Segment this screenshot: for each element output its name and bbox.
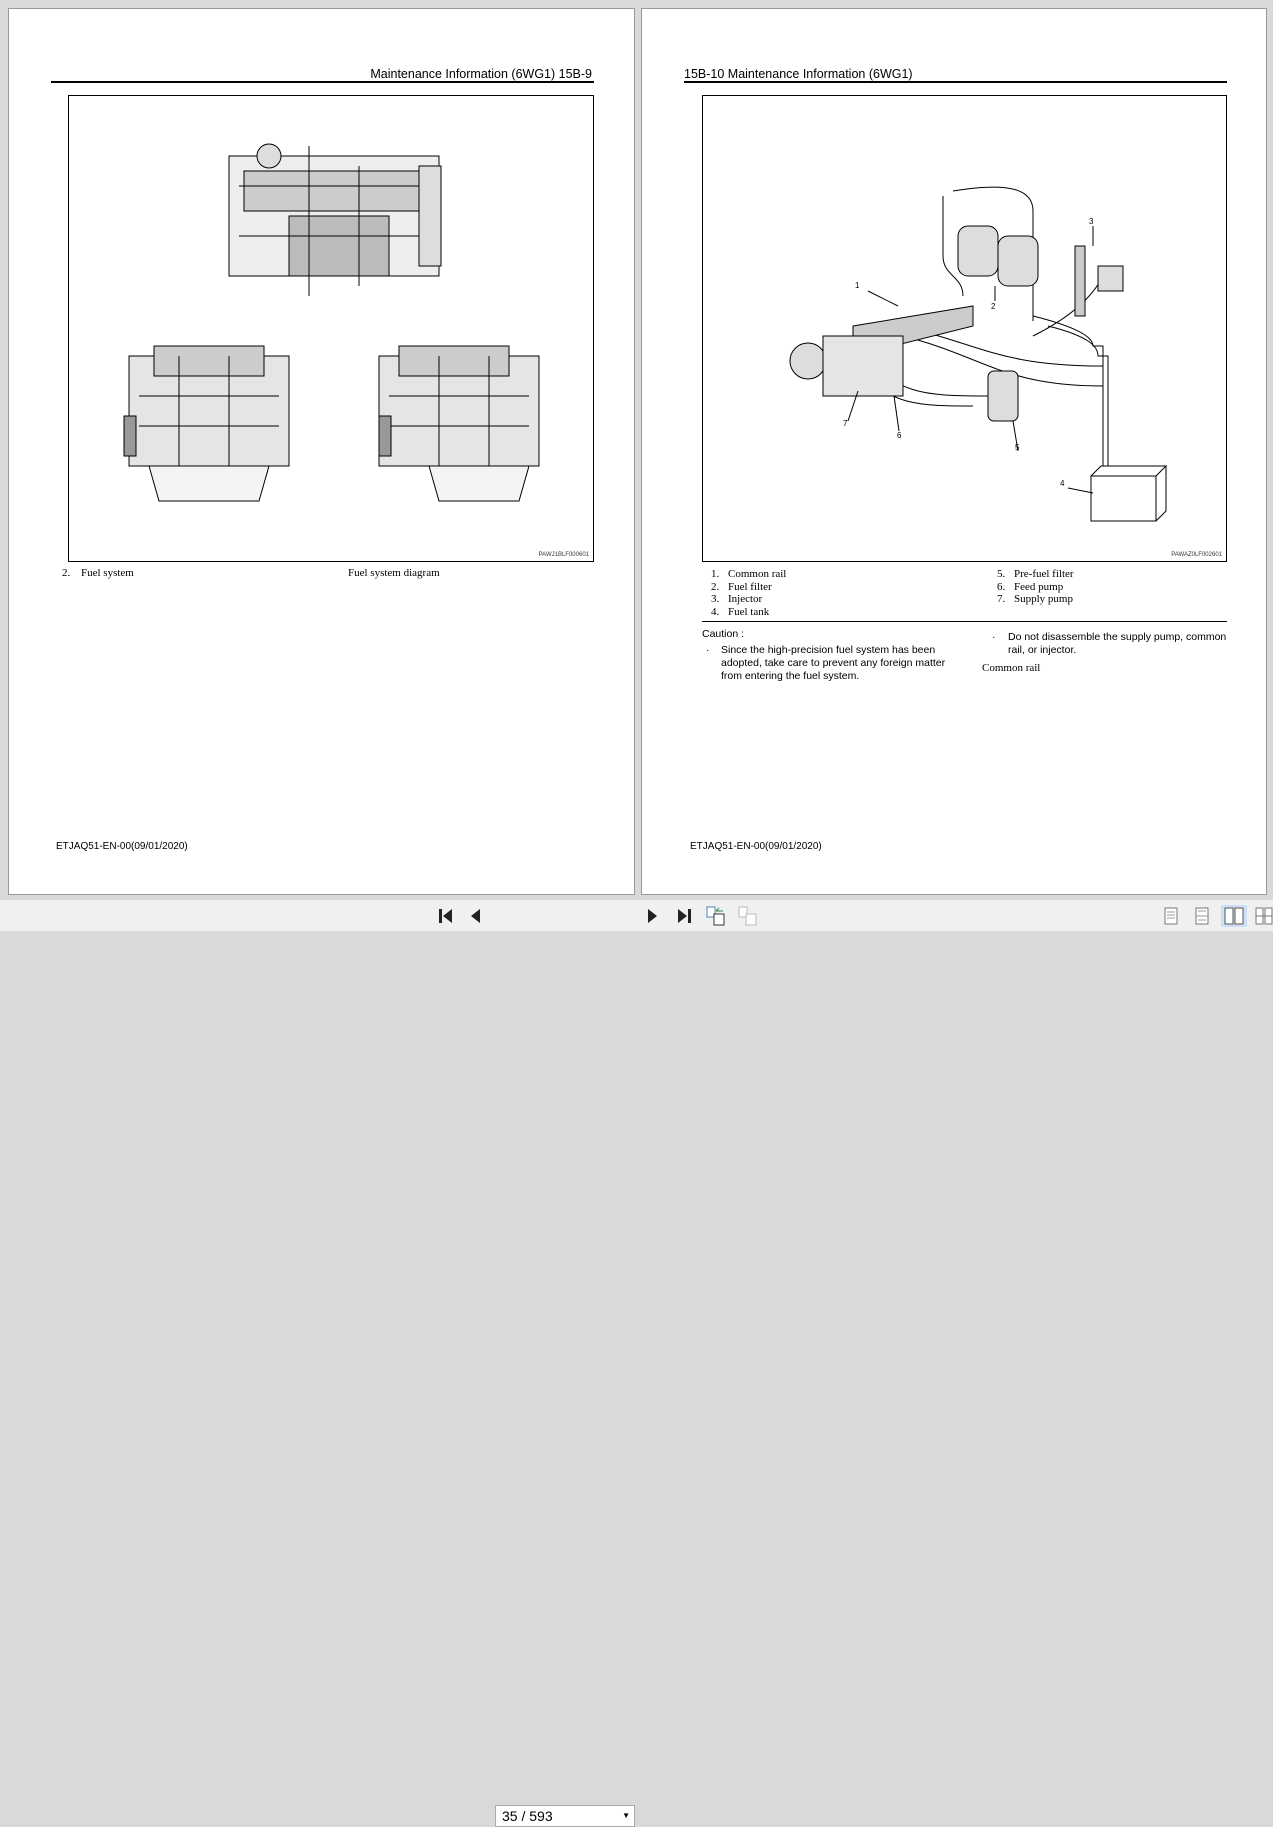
next-page-icon — [648, 909, 657, 923]
section-title: Common rail — [982, 662, 1041, 674]
figure-code: PAWJ1BLF000601 — [538, 552, 589, 558]
two-page-continuous-button[interactable] — [1255, 907, 1273, 925]
continuous-view-button[interactable] — [1193, 907, 1211, 925]
fuel-system-diagram — [789, 186, 1168, 522]
callout-5: 5 — [1015, 443, 1020, 452]
previous-page-button[interactable] — [468, 908, 482, 924]
two-page-icon — [1224, 907, 1244, 925]
engine-top-view — [228, 143, 442, 296]
header-rule — [51, 81, 594, 83]
bullet: · — [992, 631, 996, 643]
previous-view-button[interactable] — [705, 906, 727, 926]
chevron-down-icon[interactable]: ▼ — [622, 1811, 630, 1820]
callout-1: 1 — [855, 281, 860, 290]
left-page: Maintenance Information (6WG1) 15B-9 PAW… — [8, 8, 635, 895]
header-rule — [684, 81, 1227, 83]
continuous-page-icon — [1195, 907, 1209, 925]
legend-label: Common rail — [728, 568, 787, 580]
first-page-icon — [439, 909, 452, 923]
fuel-system-figure: 1 2 3 4 5 6 7 PAWAZ0LF002601 — [702, 95, 1227, 562]
callout-3: 3 — [1089, 217, 1094, 226]
callout-4: 4 — [1060, 479, 1065, 488]
last-page-button[interactable] — [675, 908, 693, 924]
next-page-button[interactable] — [646, 908, 660, 924]
two-page-continuous-icon — [1255, 907, 1273, 925]
page-number-input[interactable]: 35 / 593 ▼ — [495, 1805, 635, 1827]
page-footer: ETJAQ51-EN-00(09/01/2020) — [690, 841, 822, 852]
fuel-tank-drawing — [1090, 465, 1168, 522]
legend-rule — [702, 621, 1227, 622]
page-header: Maintenance Information (6WG1) 15B-9 — [370, 67, 592, 81]
legend-num: 7. — [997, 593, 1006, 605]
legend-num: 2. — [711, 581, 720, 593]
caption-description: Fuel system diagram — [348, 567, 440, 579]
single-page-view-button[interactable] — [1162, 907, 1180, 925]
callout-7: 7 — [843, 419, 848, 428]
legend-label: Fuel filter — [728, 581, 772, 593]
next-view-button[interactable] — [737, 906, 759, 926]
previous-page-icon — [471, 909, 480, 923]
last-page-icon — [678, 909, 691, 923]
legend-num: 6. — [997, 581, 1006, 593]
caution-item: Since the high-precision fuel system has… — [721, 644, 946, 682]
caption-title: Fuel system — [81, 567, 134, 579]
injector-drawing — [1074, 245, 1124, 317]
caption-number: 2. — [62, 567, 71, 579]
bottom-toolbar: 35 / 593 ▼ — [0, 900, 1273, 1827]
page-header: 15B-10 Maintenance Information (6WG1) — [684, 67, 913, 81]
legend-num: 5. — [997, 568, 1006, 580]
engine-figure: PAWJ1BLF000601 — [68, 95, 594, 562]
pre-fuel-filter-drawing — [987, 370, 1019, 422]
callout-6: 6 — [897, 431, 902, 440]
engine-front-view — [123, 345, 290, 502]
two-page-view-button[interactable] — [1221, 905, 1247, 927]
legend-label: Pre-fuel filter — [1014, 568, 1074, 580]
caution-title: Caution : — [702, 628, 745, 640]
engine-drawings — [123, 143, 540, 502]
caution-item: Do not disassemble the supply pump, comm… — [1008, 631, 1227, 656]
legend-num: 3. — [711, 593, 720, 605]
engine-side-view — [378, 345, 540, 502]
supply-pump-drawing — [789, 335, 904, 397]
single-page-icon — [1164, 907, 1178, 925]
page-indicator: 35 / 593 — [502, 1808, 553, 1824]
figure-code: PAWAZ0LF002601 — [1171, 552, 1222, 558]
legend-label: Injector — [728, 593, 763, 605]
legend-num: 1. — [711, 568, 720, 580]
legend-num: 4. — [711, 606, 720, 618]
page-footer: ETJAQ51-EN-00(09/01/2020) — [56, 841, 188, 852]
callout-2: 2 — [991, 302, 996, 311]
legend-label: Supply pump — [1014, 593, 1073, 605]
fuel-filter-drawing — [957, 225, 1039, 287]
next-view-icon — [738, 906, 757, 926]
first-page-button[interactable] — [437, 908, 455, 924]
bullet: · — [706, 644, 710, 656]
legend-label: Feed pump — [1014, 581, 1064, 593]
legend-label: Fuel tank — [728, 606, 770, 618]
right-page: 15B-10 Maintenance Information (6WG1) 1 … — [641, 8, 1267, 895]
previous-view-icon — [706, 906, 725, 926]
